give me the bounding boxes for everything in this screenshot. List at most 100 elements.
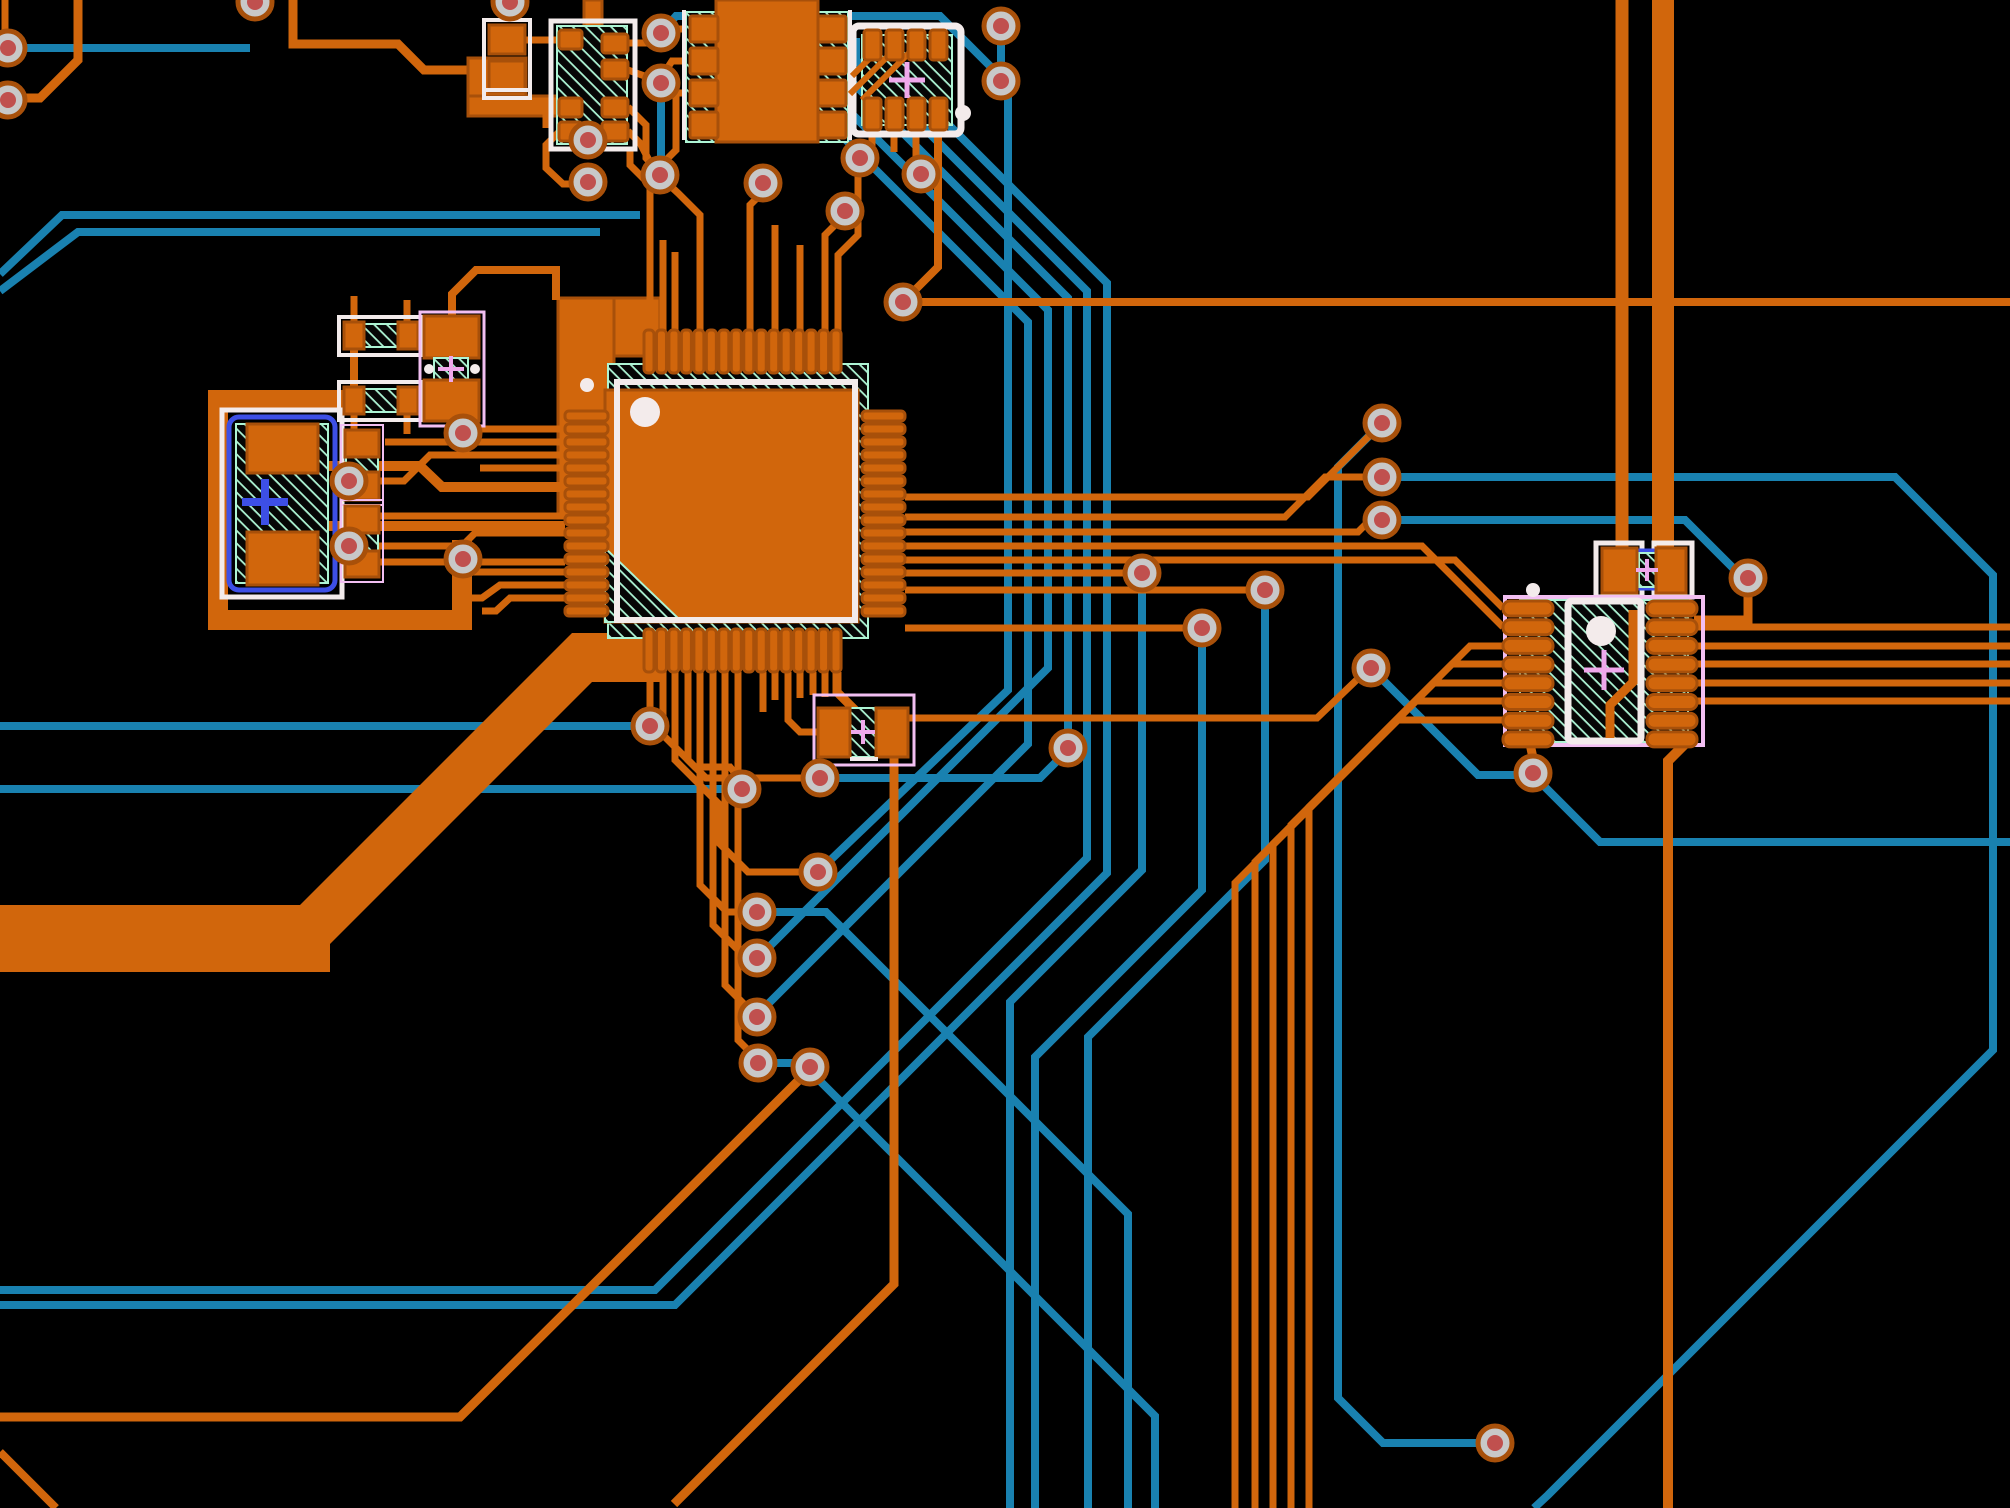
via-hole[interactable] [993,18,1009,34]
via-hole[interactable] [1257,582,1273,598]
tssop-pads-right-pad-2[interactable] [1645,618,1699,637]
ic2-pads-left-pad-1[interactable] [688,14,720,44]
lcomp-pad-2[interactable] [487,59,527,94]
tssop-pads-right-pad-8[interactable] [1645,730,1699,749]
qfp-pads-bottom-pad-5[interactable] [692,627,706,674]
tssop-pads-right-pad-4[interactable] [1645,655,1699,674]
soic-pad-l1[interactable] [557,28,584,51]
res1-pad-2[interactable] [396,320,420,351]
qfp-pads-right-pad-3[interactable] [860,435,907,449]
qfn-pads-top-pad-3[interactable] [906,28,927,62]
trace-top-2[interactable] [16,0,83,103]
via-hole[interactable] [1060,740,1076,756]
via-hole[interactable] [802,1059,818,1075]
qfp-pads-right-pad-15[interactable] [860,591,907,605]
soic-pad-r1[interactable] [600,32,630,55]
qfp-pads-right-pad-11[interactable] [860,539,907,553]
tssop-pads-right-pad-3[interactable] [1645,636,1699,655]
qfp-pads-top-pad-8[interactable] [729,328,743,375]
qfp-pads-left-pad-2[interactable] [563,422,610,436]
qfp-pads-bottom-pad-6[interactable] [704,627,718,674]
via-hole[interactable] [1374,469,1390,485]
ic2-pads-right-pad-2[interactable] [816,46,848,76]
via-hole[interactable] [653,25,669,41]
ic2-pads-left-pad-4[interactable] [688,110,720,140]
qfp-pads-bottom-pad-3[interactable] [667,627,681,674]
qfp-pads-bottom-pad-8[interactable] [729,627,743,674]
ic2-pads-right-pad-3[interactable] [816,78,848,108]
tssop-pads-right-pad-7[interactable] [1645,711,1699,730]
qfp-pads-left-pad-13[interactable] [563,565,610,579]
trace-top-u4[interactable] [661,177,704,332]
capv-dot-left[interactable] [424,364,434,374]
qfp-pads-top-pad-1[interactable] [642,328,656,375]
via-hole[interactable] [993,73,1009,89]
qfn-fiducial-dot[interactable] [955,105,971,121]
trace-top-d11[interactable] [784,672,820,736]
qfp-pads-right-pad-14[interactable] [860,578,907,592]
via-hole[interactable] [580,132,596,148]
tssop-inner-trace[interactable] [1605,610,1638,738]
trace-top-d3[interactable] [671,672,812,876]
qfn-pads-bottom-pad-1[interactable] [862,96,883,132]
qfp-pads-right-pad-8[interactable] [860,500,907,514]
qfp-pads-top-pad-7[interactable] [717,328,731,375]
tssop-pads-right-pad-5[interactable] [1645,674,1699,693]
trace-top-3[interactable] [288,0,468,75]
qfp-pads-right-pad-13[interactable] [860,565,907,579]
via-hole[interactable] [852,150,868,166]
tssop-pads-left-pad-1[interactable] [1501,599,1555,618]
qfp-pads-right-pad-2[interactable] [860,422,907,436]
qfp-pads-left-pad-9[interactable] [563,513,610,527]
qfp-pads-top-pad-11[interactable] [767,328,781,375]
res2-pad-1[interactable] [342,385,366,416]
qfn-trace-1[interactable] [847,53,891,97]
qfp-pads-top-pad-13[interactable] [792,328,806,375]
trace-top-cv[interactable] [448,266,560,315]
trace-top-s6[interactable] [542,103,560,128]
qfp-pads-bottom-pad-11[interactable] [767,627,781,674]
res1-hatch[interactable] [363,323,399,348]
crystal-outline-blue[interactable] [226,414,338,593]
trace-bottom-9[interactable] [757,908,1132,1508]
ic2-pads-left-pad-3[interactable] [688,78,720,108]
qfp-pads-bottom-pad-7[interactable] [717,627,731,674]
trace-bottom-3[interactable] [0,228,600,295]
ic2-pads-right-pad-4[interactable] [816,110,848,140]
via-hole[interactable] [1487,1435,1503,1451]
qfp-pads-top-pad-14[interactable] [804,328,818,375]
qfp-pads-bottom-pad-15[interactable] [817,627,831,674]
qfp-pads-left-pad-10[interactable] [563,526,610,540]
via-hole[interactable] [652,167,668,183]
via-hole[interactable] [1134,565,1150,581]
via-hole[interactable] [837,203,853,219]
qfp-pads-right-pad-1[interactable] [860,409,907,423]
qfp-pads-top-pad-5[interactable] [692,328,706,375]
qfp-pads-left-pad-4[interactable] [563,448,610,462]
qfn-pads-top-pad-1[interactable] [862,28,883,62]
soic-pad-l2[interactable] [557,96,584,119]
crystal-pad-1[interactable] [245,422,320,475]
trace-top-b2[interactable] [905,473,1378,521]
via-hole[interactable] [0,92,16,108]
res1-pad-1[interactable] [342,320,366,351]
tssop-fiducial-dot[interactable] [1526,583,1540,597]
trace-top-n7[interactable] [1231,716,1503,1508]
qfp-pads-bottom-pad-9[interactable] [742,627,756,674]
qfp-pads-left-pad-3[interactable] [563,435,610,449]
qfp-pads-bottom-pad-2[interactable] [654,627,668,674]
qfp-pads-bottom-pad-12[interactable] [779,627,793,674]
trace-bottom-18[interactable] [1530,772,2010,846]
tssop-pads-left-pad-2[interactable] [1501,618,1555,637]
trace-top-s4[interactable] [625,128,656,168]
qfp-pads-left-pad-8[interactable] [563,500,610,514]
ic2-pads-right-pad-1[interactable] [816,14,848,44]
via-hole[interactable] [1740,570,1756,586]
qfp-pin1-dot[interactable] [630,397,660,427]
trace-top-f1[interactable] [905,556,1506,611]
qfp-pads-top-pad-16[interactable] [829,328,843,375]
tssop-pads-right-pad-1[interactable] [1645,599,1699,618]
qfp-pads-top-pad-15[interactable] [817,328,831,375]
gnd-frame[interactable] [208,390,472,630]
